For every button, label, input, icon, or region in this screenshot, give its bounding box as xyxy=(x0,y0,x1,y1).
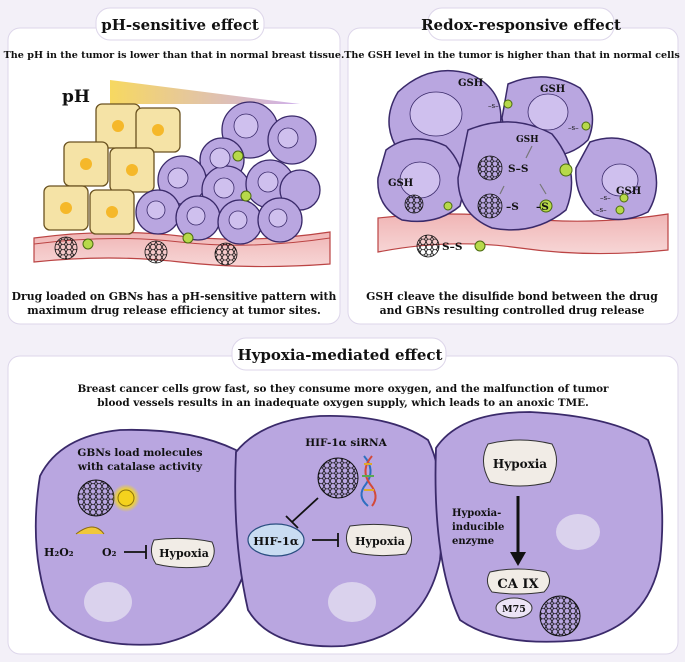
sirna-helix xyxy=(360,455,377,507)
inhibit-arrow-3 xyxy=(312,533,339,547)
cell1-label-line2: with catalase activity xyxy=(77,461,203,473)
cell1-hypoxia-label: Hypoxia xyxy=(159,547,209,560)
cleave-arrows xyxy=(499,145,547,195)
gsh-label-3: GSH xyxy=(516,135,539,145)
gsh-label-1: GSH xyxy=(458,78,483,89)
redox-drugs xyxy=(443,99,629,252)
ph-panel: pH-sensitive effect The pH in the tumor … xyxy=(4,7,345,325)
redox-graphene xyxy=(404,155,503,258)
gsh-label-5: GSH xyxy=(616,186,641,197)
redox-nuclei xyxy=(399,91,639,199)
redox-panel-subtitle: The GSH level in the tumor is higher tha… xyxy=(344,50,680,61)
m75-label: M75 xyxy=(502,604,526,615)
inhibit-arrow-1 xyxy=(124,545,147,559)
enzyme-line2: inducible xyxy=(452,522,504,533)
ca9-label: CA IX xyxy=(497,577,539,592)
hypoxia-panel: Hypoxia-mediated effect Breast cancer ce… xyxy=(7,337,679,655)
catalase-molecule xyxy=(117,489,135,507)
gsh-label-4: GSH xyxy=(388,178,413,189)
cell-highlights xyxy=(84,514,600,622)
redox-caption-line2: and GBNs resulting controlled drug relea… xyxy=(380,304,645,317)
ss-label-vessel: S–S xyxy=(442,241,462,253)
sirna-label: HIF-1α siRNA xyxy=(305,437,387,449)
hypoxia-intro-line1: Breast cancer cells grow fast, so they c… xyxy=(78,383,610,395)
s-small-4: –s– xyxy=(596,206,607,214)
ss-label-cell: S–S xyxy=(508,163,528,175)
hypoxia-intro-line2: blood vessels results in an inadequate o… xyxy=(97,397,588,409)
ph-panel-title: pH-sensitive effect xyxy=(101,16,259,34)
s-label-drug: –S xyxy=(536,201,549,213)
cell-2 xyxy=(234,414,444,648)
down-arrow xyxy=(510,496,526,566)
s-small-3: –s– xyxy=(600,194,611,202)
cell3-hypoxia-label: Hypoxia xyxy=(493,457,547,471)
o2-label: O₂ xyxy=(102,546,117,559)
reaction-arrow xyxy=(75,526,105,535)
ph-panel-subtitle: The pH in the tumor is lower than that i… xyxy=(4,50,345,61)
gsh-label-2: GSH xyxy=(540,84,565,95)
cell2-hypoxia-label: Hypoxia xyxy=(355,535,405,548)
redox-caption-line1: GSH cleave the disulfide bond between th… xyxy=(366,290,658,303)
ca9-cloud xyxy=(486,568,550,595)
cell1-hypoxia-cloud xyxy=(150,537,215,569)
m75-graphene xyxy=(539,595,581,637)
enzyme-line3: enzyme xyxy=(452,536,494,547)
ph-vessel-wall xyxy=(33,237,331,246)
cell2-hypoxia-cloud xyxy=(346,523,412,557)
s-small-1: –s– xyxy=(488,102,499,110)
m75-ellipse xyxy=(495,597,533,619)
ph-gradient-wedge xyxy=(110,80,300,104)
sirna-graphene xyxy=(317,457,359,499)
cell3-hypoxia-cloud xyxy=(483,439,557,487)
ph-caption-line1: Drug loaded on GBNs has a pH-sensitive p… xyxy=(12,290,337,303)
ph-blood-vessel xyxy=(33,231,331,268)
graphene-sheets xyxy=(54,236,238,266)
h2o2-label: H₂O₂ xyxy=(44,546,74,559)
catalase-graphene xyxy=(77,479,115,517)
enzyme-line1: Hypoxia- xyxy=(452,508,501,519)
redox-panel: Redox-responsive effect The GSH level in… xyxy=(344,7,680,325)
cell1-label-line1: GBNs load molecules xyxy=(77,447,202,459)
hif-ellipse xyxy=(247,523,305,557)
s-label-cell: –S xyxy=(506,201,519,213)
ph-label: pH xyxy=(62,87,90,107)
drug-molecules xyxy=(82,150,252,250)
redox-panel-title: Redox-responsive effect xyxy=(421,16,621,34)
tumor-nuclei xyxy=(146,113,299,230)
hif-label: HIF-1α xyxy=(253,534,299,548)
s-small-2: –s– xyxy=(568,124,579,132)
ph-caption-line2: maximum drug release efficiency at tumor… xyxy=(27,304,320,317)
healthy-cells xyxy=(43,103,181,235)
inhibit-arrow-2 xyxy=(285,497,319,529)
hypoxia-panel-title: Hypoxia-mediated effect xyxy=(238,346,443,364)
